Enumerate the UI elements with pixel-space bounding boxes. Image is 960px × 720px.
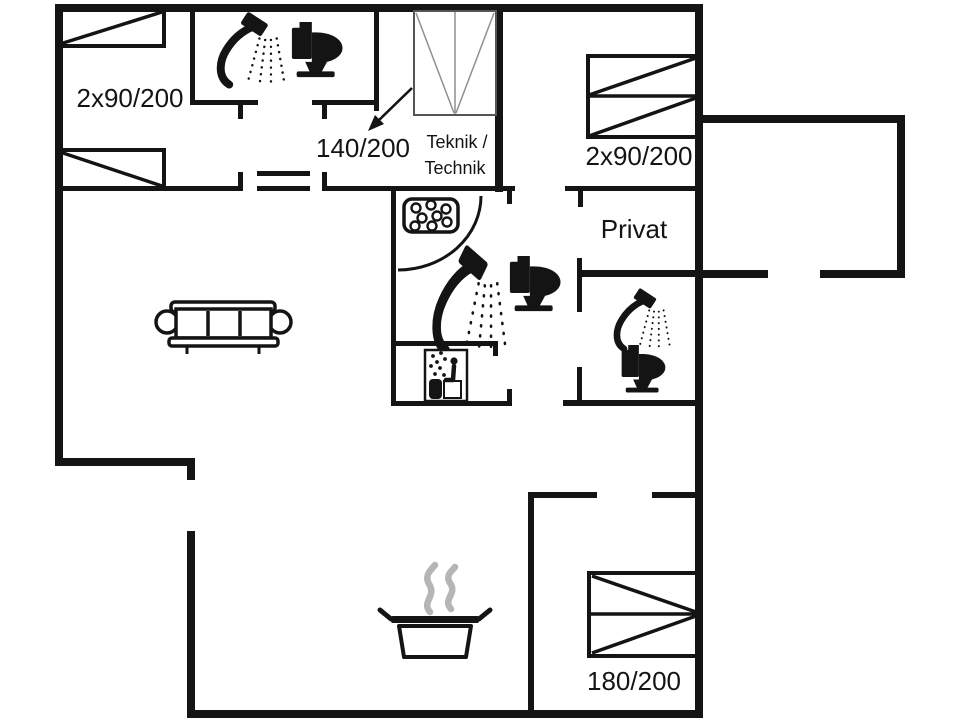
- wall-segment: [695, 115, 905, 123]
- sliding-door-symbol: [257, 171, 310, 191]
- steam-icon: [423, 561, 459, 616]
- wall-segment: [187, 710, 703, 718]
- wall-segment: [238, 105, 243, 119]
- wall-segment: [190, 12, 195, 104]
- wall-segment: [652, 492, 703, 498]
- bed-size-arrow: [368, 87, 413, 131]
- wall-segment: [577, 270, 703, 277]
- shower-icon: [617, 288, 670, 351]
- wall-segment: [578, 191, 583, 207]
- door-bar: [257, 186, 310, 191]
- room-label-bedroom-top-left: 2x90/200: [77, 83, 184, 113]
- wall-segment: [190, 100, 258, 105]
- wall-segment: [528, 492, 534, 718]
- window-symbol: [413, 10, 497, 116]
- toilet-icon: [291, 22, 343, 78]
- wall-segment: [55, 4, 63, 466]
- wall-segment: [563, 400, 703, 406]
- whirlpool-icon: [397, 195, 483, 272]
- wall-segment: [695, 270, 768, 278]
- wall-segment: [493, 346, 498, 356]
- wall-segment: [391, 191, 396, 406]
- wall-segment: [820, 270, 905, 278]
- wall-segment: [187, 531, 195, 718]
- room-label-bedroom-bottom: 180/200: [587, 666, 681, 696]
- wall-segment: [391, 401, 512, 406]
- room-label-privat: Privat: [601, 214, 668, 244]
- shower-icon: [437, 244, 505, 355]
- shower-icon: [221, 11, 284, 87]
- sauna-icon: [423, 348, 469, 403]
- wall-segment: [187, 458, 195, 480]
- toilet-icon: [509, 256, 561, 312]
- bed-symbol-top-left-2: [56, 148, 166, 190]
- bed-symbol-top-left-1: [56, 8, 166, 48]
- wall-segment: [322, 172, 327, 186]
- cooking-pot-icon: [377, 561, 493, 659]
- wall-segment: [695, 4, 703, 718]
- wall-segment: [322, 105, 327, 119]
- wall-segment: [238, 172, 243, 186]
- room-label-hall-bed: 140/200: [316, 133, 410, 163]
- wall-segment: [55, 458, 195, 466]
- bed-symbol-top-right: [586, 54, 699, 139]
- wall-segment: [322, 186, 515, 191]
- wall-segment: [374, 8, 379, 111]
- wall-segment: [565, 186, 703, 191]
- wall-segment: [897, 115, 905, 278]
- wall-segment: [528, 492, 597, 498]
- room-label-technics-line1: Teknik /: [426, 132, 487, 152]
- sofa: [154, 300, 293, 354]
- wall-segment: [507, 191, 512, 204]
- bed-symbol-bottom: [587, 571, 699, 658]
- toilet-icon: [621, 345, 666, 393]
- room-label-bedroom-top-right: 2x90/200: [586, 141, 693, 171]
- wall-segment: [312, 100, 379, 105]
- wall-segment: [577, 367, 582, 405]
- wall-segment: [495, 12, 503, 192]
- door-bar: [257, 171, 310, 176]
- wall-segment: [577, 258, 582, 312]
- room-label-technics-line2: Technik: [424, 158, 486, 178]
- wall-segment: [507, 389, 512, 401]
